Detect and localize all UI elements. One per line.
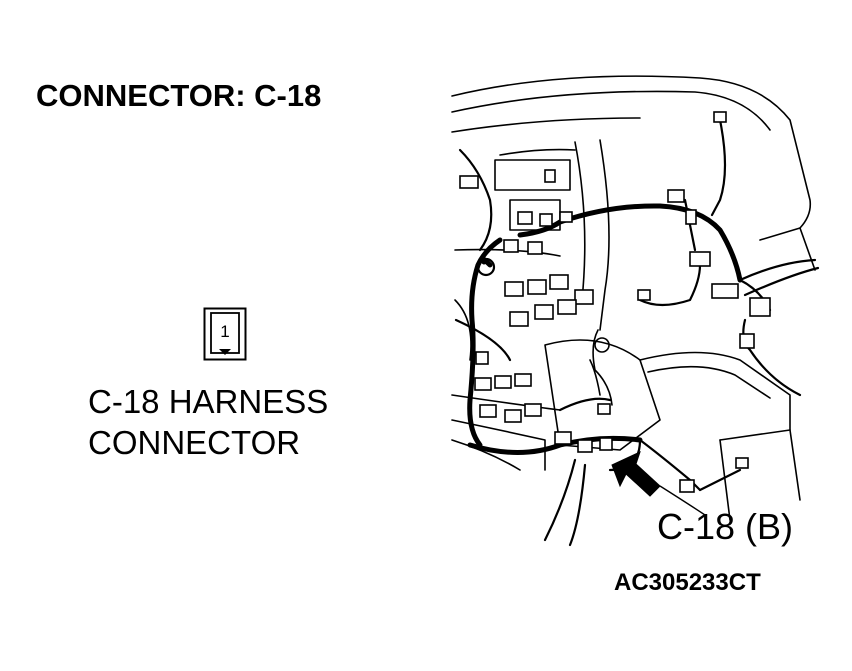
harness-label-line2: CONNECTOR — [88, 424, 301, 461]
harness-label-line1: C-18 HARNESS — [88, 383, 329, 420]
connector-pin-number: 1 — [220, 322, 229, 341]
callout-arrow-icon — [611, 451, 661, 497]
connector-callout-label: C-18 (B) — [657, 506, 794, 547]
connector-face-icon: 1 — [203, 307, 247, 361]
page-title: CONNECTOR: C-18 — [36, 78, 322, 113]
harness-connector-label: C-18 HARNESS CONNECTOR — [88, 381, 328, 463]
figure-code: AC305233CT — [614, 569, 761, 596]
